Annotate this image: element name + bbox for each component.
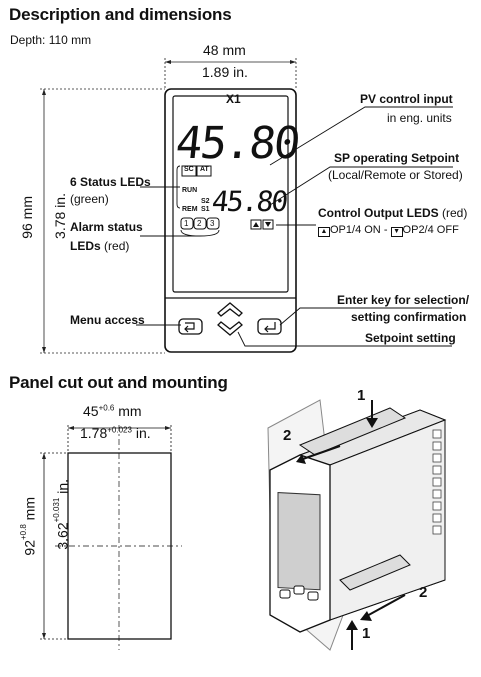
step-1-top: 1	[357, 387, 366, 404]
cutout-height-in: 3.62+0.031 in.	[52, 479, 71, 550]
cutout-width-in: 1.78+0.023 in.	[80, 425, 151, 441]
status-leds-sub: (green)	[70, 192, 109, 206]
menu-key	[178, 318, 203, 335]
sp-title: SP operating Setpoint	[334, 151, 460, 165]
alarm-led-3: 3	[210, 219, 215, 228]
status-leds-title: 6 Status LEDs	[70, 175, 151, 189]
control-output-legend: ▲OP1/4 ON - ▼OP2/4 OFF	[318, 224, 459, 237]
alarm-led-1: 1	[184, 219, 189, 228]
led-rem: REM	[182, 206, 198, 213]
step-1-bottom: 1	[362, 625, 371, 642]
down-triangle-icon: ▼	[390, 227, 403, 237]
down-key	[217, 321, 243, 336]
section-title-panel: Panel cut out and mounting	[9, 373, 228, 392]
up-key	[217, 302, 243, 317]
enter-key-label-a: Enter key for selection/	[337, 293, 470, 307]
pv-sub: in eng. units	[387, 111, 452, 125]
width-in-label: 1.89 in.	[202, 64, 248, 80]
pv-title: PV control input	[360, 92, 453, 106]
section-title-description: Description and dimensions	[9, 5, 232, 24]
alarm-sub: LEDs (red)	[70, 239, 130, 253]
led-sc: SC	[184, 166, 194, 173]
step-2-bottom: 2	[419, 584, 428, 601]
menu-access-label: Menu access	[70, 313, 145, 327]
led-run: RUN	[182, 187, 198, 194]
cutout-height-mm: 92+0.8 mm	[19, 497, 38, 556]
sp-sub: (Local/Remote or Stored)	[328, 168, 463, 182]
depth-label: Depth: 110 mm	[10, 33, 92, 47]
enter-key-label-b: setting confirmation	[351, 310, 467, 324]
device-model-label: X1	[226, 92, 241, 106]
step-2-top: 2	[283, 427, 292, 444]
mounting-illustration	[267, 399, 447, 651]
setpoint-setting-label: Setpoint setting	[365, 331, 456, 345]
led-at: AT	[200, 166, 209, 173]
alarm-title: Alarm status	[70, 220, 143, 234]
width-mm-label: 48 mm	[203, 42, 246, 58]
up-triangle-icon: ▲	[318, 227, 330, 237]
alarm-led-2: 2	[197, 219, 202, 228]
control-output-label: Control Output LEDS (red)	[318, 206, 468, 220]
cutout-width-mm: 45+0.6 mm	[83, 403, 142, 419]
led-s2: S2	[201, 198, 210, 205]
led-s1: S1	[201, 206, 210, 213]
